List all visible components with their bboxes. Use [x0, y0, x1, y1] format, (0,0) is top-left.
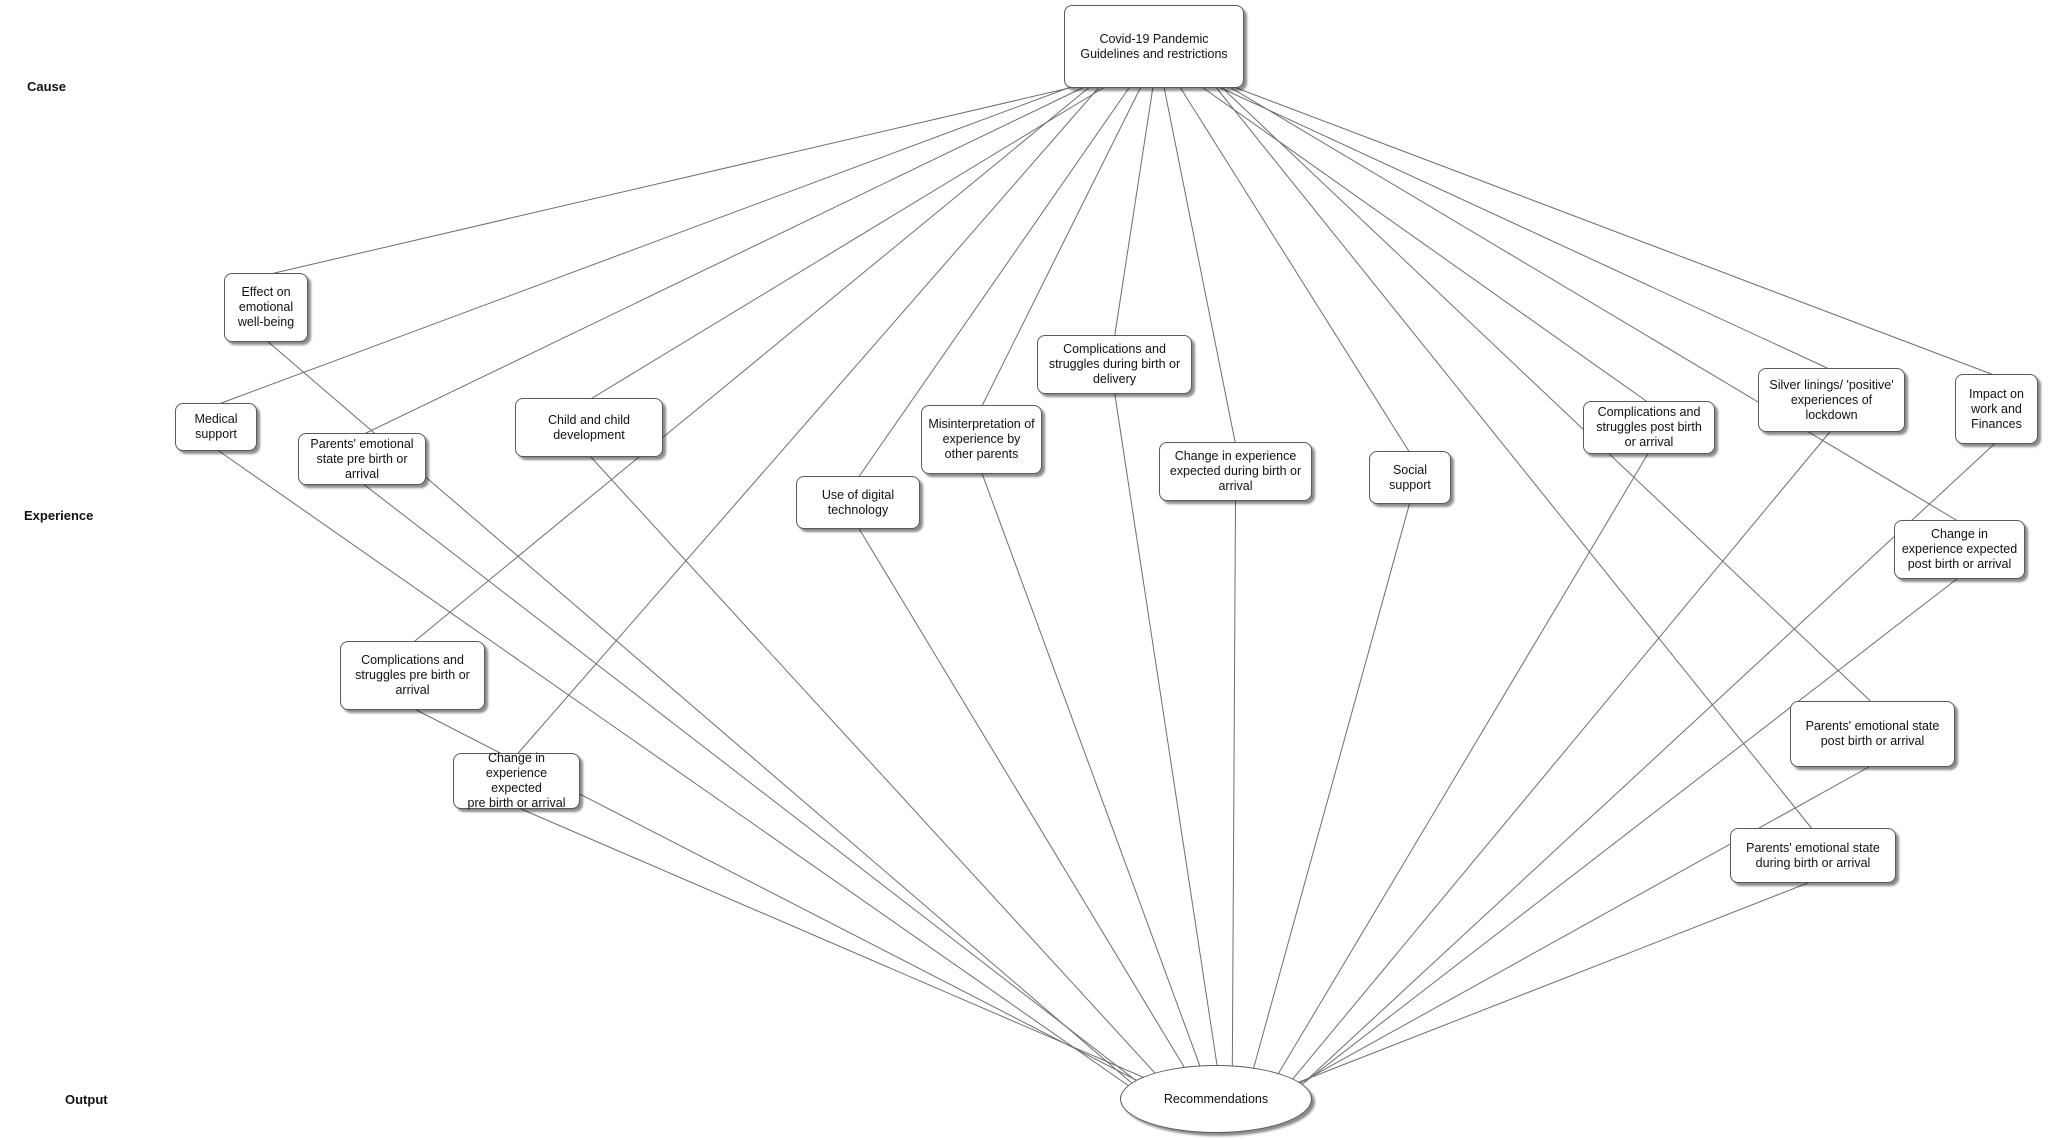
- edge-covid-to-complications_during: [1114, 85, 1154, 338]
- edge-parents_state_during-to-recommendations: [1283, 880, 1814, 1089]
- edge-change_pre-to-recommendations: [516, 806, 1156, 1084]
- node-recommendations: Recommendations: [1120, 1065, 1312, 1133]
- edge-covid-to-silver_linings: [1216, 85, 1832, 371]
- edge-covid-to-misinterpretation: [981, 85, 1142, 408]
- edge-change_post-to-recommendations: [1288, 576, 1960, 1096]
- edge-parents_state_post-to-recommendations: [1285, 764, 1873, 1092]
- node-misinterpretation-of-experience: Misinterpretation of experience by other…: [921, 405, 1042, 474]
- edge-covid-to-emotional_wellbeing: [265, 85, 1079, 276]
- edge-complications_post-to-recommendations: [1273, 451, 1650, 1082]
- edge-complications_during-to-recommendations: [1114, 391, 1219, 1071]
- edge-social_support-to-recommendations: [1251, 501, 1411, 1075]
- node-parents-emotional-state-pre: Parents' emotional state pre birth or ar…: [298, 433, 426, 485]
- edge-covid-to-digital_technology: [857, 85, 1131, 479]
- edge-covid-to-medical_support: [215, 85, 1074, 406]
- node-change-expected-pre-birth: Change in experience expected pre birth …: [453, 751, 580, 810]
- row-label-output: Output: [65, 1092, 108, 1107]
- node-impact-on-work-and-finances: Impact on work and Finances: [1955, 374, 2038, 444]
- row-label-experience: Experience: [24, 508, 94, 523]
- edge-covid-to-complications_post: [1200, 85, 1650, 404]
- node-complications-post-birth: Complications and struggles post birth o…: [1583, 401, 1715, 454]
- edge-covid-to-complications_pre: [412, 85, 1092, 644]
- edge-covid-to-parents_state_during: [1214, 85, 1814, 831]
- node-parents-emotional-state-post: Parents' emotional state post birth or a…: [1790, 701, 1955, 767]
- edge-change_during-to-recommendations: [1231, 498, 1236, 1071]
- edge-work_finances-to-recommendations: [1288, 441, 1997, 1097]
- node-use-of-digital-technology: Use of digital technology: [796, 476, 920, 529]
- edge-covid-to-parents_state_pre: [361, 85, 1087, 436]
- node-complications-pre-birth: Complications and struggles pre birth or…: [340, 641, 485, 710]
- node-silver-linings-lockdown: Silver linings/ 'positive' experiences o…: [1758, 368, 1905, 432]
- node-medical-support: Medical support: [175, 403, 257, 451]
- node-effect-on-emotional-wellbeing: Effect on emotional well-being: [224, 273, 308, 342]
- node-covid-pandemic: Covid-19 Pandemic Guidelines and restric…: [1064, 5, 1244, 88]
- node-parents-emotional-state-during: Parents' emotional state during birth or…: [1730, 828, 1896, 883]
- row-label-cause: Cause: [27, 79, 67, 94]
- edge-covid-to-change_pre: [516, 85, 1101, 756]
- node-social-support: Social support: [1369, 451, 1451, 504]
- node-change-expected-post-birth: Change in experience expected post birth…: [1894, 520, 2025, 579]
- edge-covid-to-work_finances: [1231, 85, 1997, 377]
- edge-covid-to-change_post: [1227, 85, 1960, 523]
- edge-child_development-to-recommendations: [588, 454, 1162, 1081]
- node-complications-during-birth: Complications and struggles during birth…: [1037, 335, 1192, 394]
- edge-silver_linings-to-recommendations: [1284, 429, 1832, 1090]
- node-child-development: Child and child development: [515, 398, 663, 457]
- edge-covid-to-parents_state_post: [1219, 85, 1873, 704]
- edge-digital_technology-to-recommendations: [857, 526, 1188, 1073]
- edge-misinterpretation-to-recommendations: [981, 471, 1203, 1071]
- edge-covid-to-change_during: [1163, 85, 1236, 445]
- edge-medical_support-to-recommendations: [215, 448, 1144, 1097]
- edge-covid-to-child_development: [588, 85, 1107, 401]
- edge-parents_state_pre-to-recommendations: [361, 482, 1148, 1090]
- node-change-expected-during-birth: Change in experience expected during bir…: [1159, 442, 1312, 501]
- edge-covid-to-social_support: [1178, 85, 1411, 454]
